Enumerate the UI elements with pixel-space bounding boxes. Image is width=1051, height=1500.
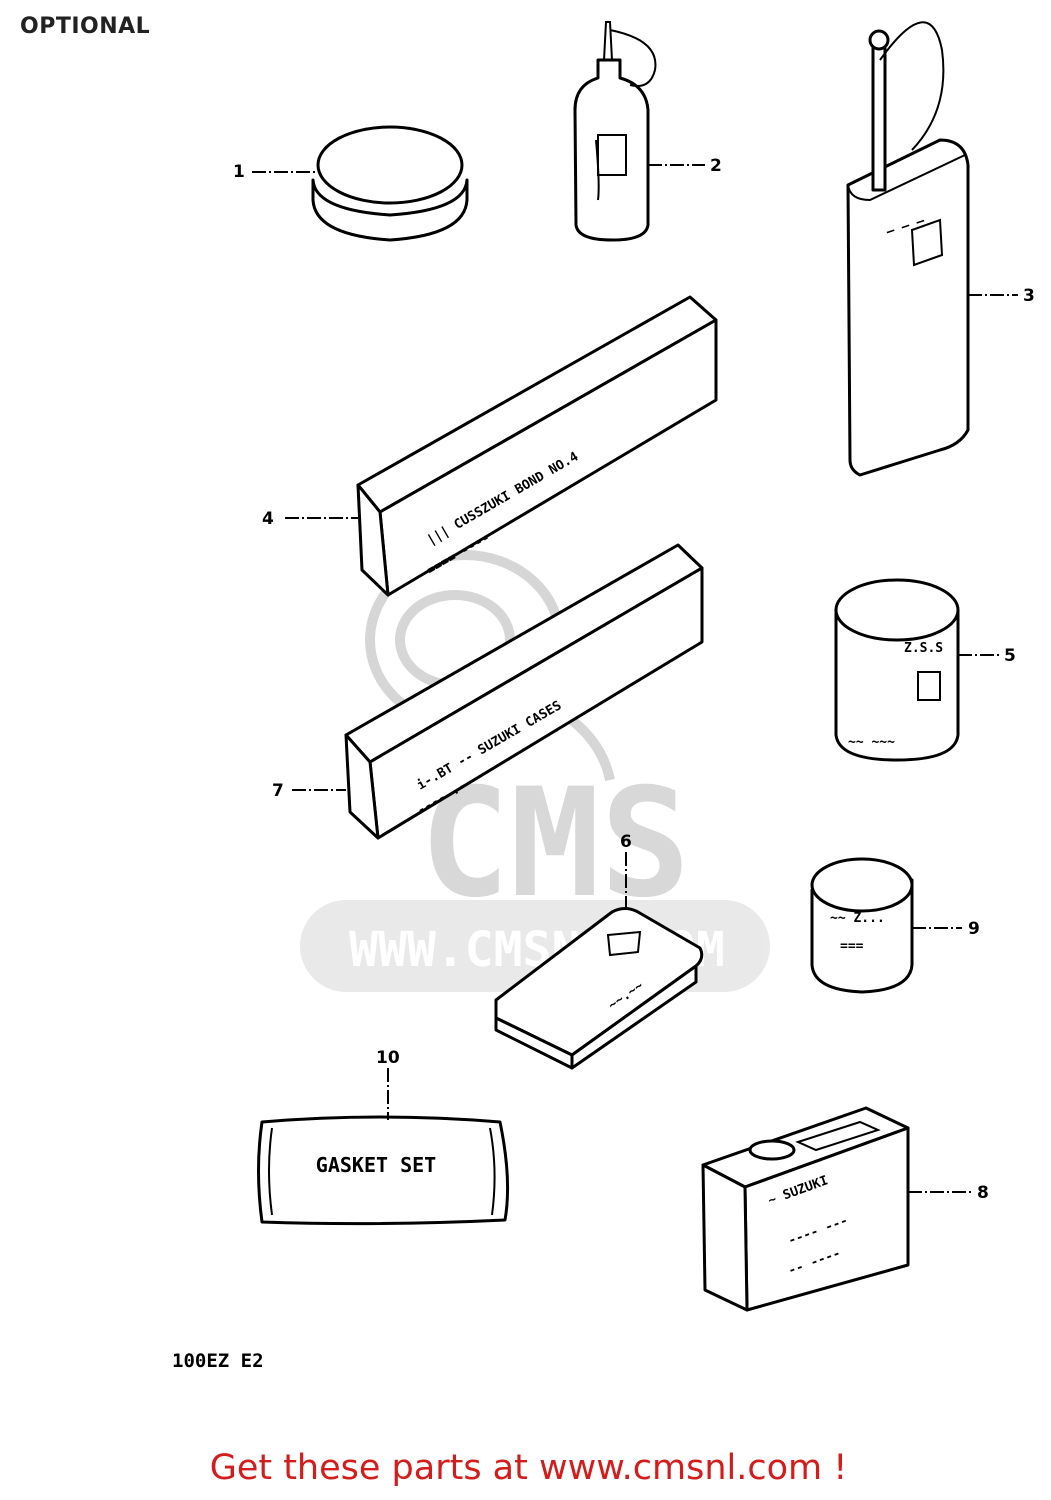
part-7-ref: 7 [272,781,284,801]
part-8-ref: 8 [977,1183,989,1203]
part-2[interactable]: 2 [573,21,722,242]
svg-text:===: === [840,939,864,954]
part-2-ref: 2 [710,156,722,176]
oil-can-icon: — — — [846,21,970,477]
parts-diagram: CMS WWW.CMSNL.COM 1 2 [172,21,1035,1372]
part-3-ref: 3 [1023,286,1035,306]
part-10-ref: 10 [376,1048,400,1068]
part-6[interactable]: ~~.~~ 6 [494,832,704,1070]
part-10[interactable]: GASKET SET 10 [257,1048,510,1226]
part-1-ref: 1 [233,162,245,182]
paint-can-icon: Z.S.S ~~ ~~~ [834,578,960,762]
part-3[interactable]: — — — 3 [846,21,1035,477]
small-can-icon: ~~ Z... === [810,857,914,994]
part-5-ref: 5 [1004,646,1016,666]
part-8[interactable]: ~ SUZUKI ---- --- -- ---- 8 [701,1106,989,1312]
square-tin-icon: ~ SUZUKI ---- --- -- ---- [701,1106,910,1312]
grease-tin-icon [311,125,469,242]
part-9[interactable]: ~~ Z... === 9 [810,857,980,994]
gasket-set-bag-icon: GASKET SET [257,1115,510,1226]
part-5[interactable]: Z.S.S ~~ ~~~ 5 [834,578,1016,762]
page-title: OPTIONAL [20,14,151,39]
svg-text:Z.S.S: Z.S.S [904,641,943,656]
part-4-ref: 4 [262,509,274,529]
diagram-code: 100EZ E2 [172,1350,264,1372]
oil-bottle-icon [573,21,657,242]
part-4[interactable]: ||| CUSSZUKI BOND NO.4 ==== ---- 4 [262,295,718,597]
part-9-ref: 9 [968,919,980,939]
svg-text:~~ Z...: ~~ Z... [830,911,885,926]
small-kit-box-icon: ~~.~~ [494,907,704,1070]
cta-banner: Get these parts at www.cmsnl.com ! [0,1448,1051,1488]
gasket-set-label: GASKET SET [316,1153,436,1177]
part-1[interactable]: 1 [233,125,469,242]
bond-tube-box-icon: ||| CUSSZUKI BOND NO.4 ==== ---- [356,295,718,597]
cta-link[interactable]: Get these parts at www.cmsnl.com ! [209,1448,848,1488]
part-6-ref: 6 [620,832,632,852]
svg-text:~~ ~~~: ~~ ~~~ [848,735,895,750]
